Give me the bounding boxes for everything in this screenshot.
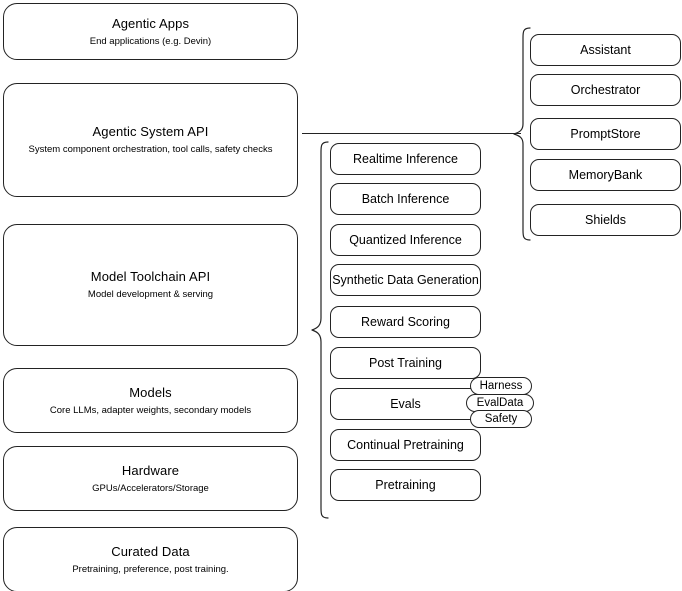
component-box-memorybank[interactable]: MemoryBank xyxy=(530,159,681,191)
component-box-reward-scoring[interactable]: Reward Scoring xyxy=(330,306,481,338)
component-box-evals[interactable]: Evals xyxy=(330,388,481,420)
component-box-post-training[interactable]: Post Training xyxy=(330,347,481,379)
component-box-synthetic-data-generation[interactable]: Synthetic Data Generation xyxy=(330,264,481,296)
component-label: Post Training xyxy=(369,356,442,370)
component-box-pretraining[interactable]: Pretraining xyxy=(330,469,481,501)
component-box-batch-inference[interactable]: Batch Inference xyxy=(330,183,481,215)
component-label: Pretraining xyxy=(375,478,436,492)
connector-line-agentic-system-api xyxy=(302,133,521,134)
component-label: Assistant xyxy=(580,43,631,57)
component-label: Reward Scoring xyxy=(361,315,450,329)
component-label: Realtime Inference xyxy=(353,152,458,166)
layer-title: Models xyxy=(129,384,172,400)
component-label: PromptStore xyxy=(570,127,641,141)
component-box-quantized-inference[interactable]: Quantized Inference xyxy=(330,224,481,256)
brace-agentic-system xyxy=(513,27,531,241)
component-label: Orchestrator xyxy=(570,83,641,97)
component-label: Continual Pretraining xyxy=(347,438,464,452)
layer-subtitle: Model development & serving xyxy=(87,289,214,300)
component-label: Quantized Inference xyxy=(349,233,462,247)
layer-subtitle: Pretraining, preference, post training. xyxy=(72,563,229,575)
component-box-orchestrator[interactable]: Orchestrator xyxy=(530,74,681,106)
badge-safety[interactable]: Safety xyxy=(470,410,532,428)
layer-box-curated-data[interactable]: Curated Data Pretraining, preference, po… xyxy=(3,527,298,591)
layer-subtitle: GPUs/Accelerators/Storage xyxy=(92,482,209,494)
layer-title: Curated Data xyxy=(111,543,190,559)
layer-title: Agentic Apps xyxy=(111,15,190,31)
layer-box-agentic-apps[interactable]: Agentic Apps End applications (e.g. Devi… xyxy=(3,3,298,60)
brace-model-toolchain xyxy=(311,141,329,519)
component-box-shields[interactable]: Shields xyxy=(530,204,681,236)
layer-box-agentic-system-api[interactable]: Agentic System API System component orch… xyxy=(3,83,298,197)
layer-subtitle: End applications (e.g. Devin) xyxy=(89,35,212,47)
layer-subtitle: System component orchestration, tool cal… xyxy=(28,144,273,155)
component-label: MemoryBank xyxy=(568,168,643,182)
layer-title: Model Toolchain API xyxy=(90,269,211,284)
badge-label: Safety xyxy=(484,413,518,425)
component-box-assistant[interactable]: Assistant xyxy=(530,34,681,66)
badge-harness[interactable]: Harness xyxy=(470,377,532,395)
badge-label: Harness xyxy=(479,380,523,392)
component-box-promptstore[interactable]: PromptStore xyxy=(530,118,681,150)
layer-box-model-toolchain-api[interactable]: Model Toolchain API Model development & … xyxy=(3,224,298,346)
component-box-realtime-inference[interactable]: Realtime Inference xyxy=(330,143,481,175)
layer-title: Agentic System API xyxy=(92,124,209,139)
layer-box-models[interactable]: Models Core LLMs, adapter weights, secon… xyxy=(3,368,298,433)
badge-label: EvalData xyxy=(476,397,524,409)
layer-subtitle: Core LLMs, adapter weights, secondary mo… xyxy=(49,404,252,416)
component-label: Batch Inference xyxy=(361,192,450,206)
layer-box-hardware[interactable]: Hardware GPUs/Accelerators/Storage xyxy=(3,446,298,511)
component-label: Shields xyxy=(585,213,626,227)
component-label: Evals xyxy=(390,397,421,411)
layer-title: Hardware xyxy=(121,462,180,478)
component-label: Synthetic Data Generation xyxy=(332,273,479,287)
component-box-continual-pretraining[interactable]: Continual Pretraining xyxy=(330,429,481,461)
